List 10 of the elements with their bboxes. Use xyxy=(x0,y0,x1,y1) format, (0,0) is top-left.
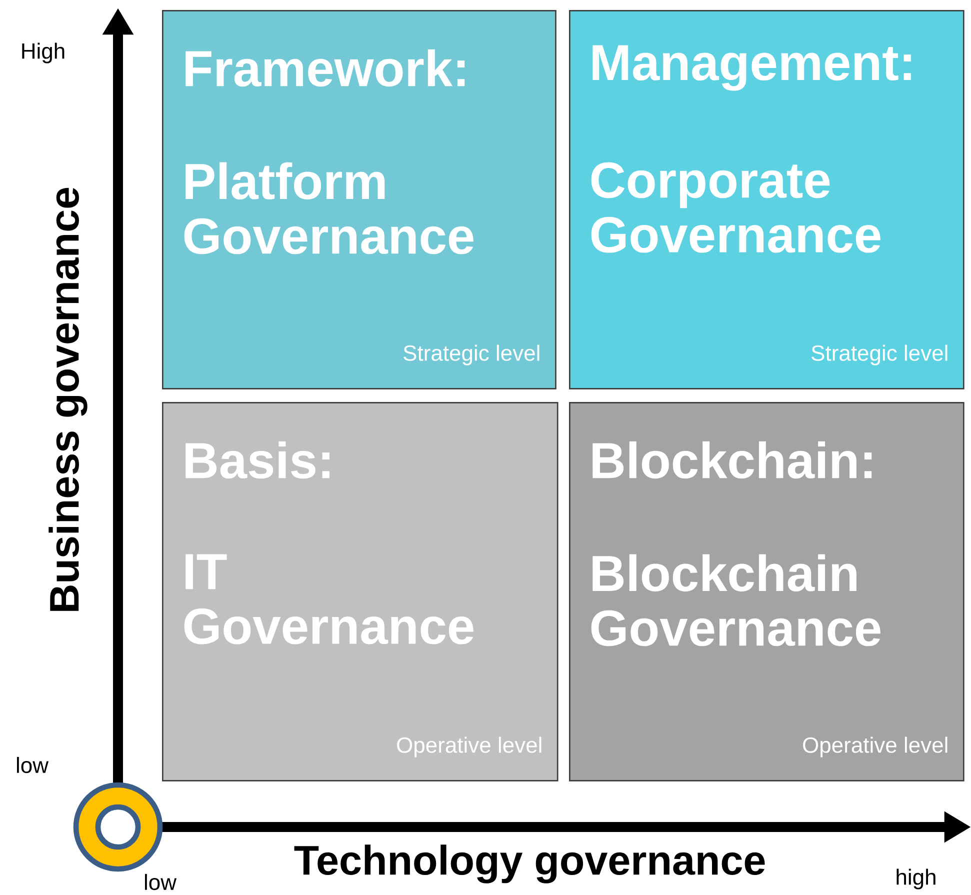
axis-end-label: high xyxy=(896,868,936,890)
axis-title: Technology governance xyxy=(294,844,765,884)
axis-end-label: low xyxy=(144,874,177,890)
quadrant-box: Management: Corporate Governance Strategic level xyxy=(569,10,964,390)
quadrant-box: Framework: Platform Governance Strategic level xyxy=(162,10,556,390)
axis-end-label: High xyxy=(22,42,64,64)
quadrant-box: Basis: IT Governance Operative level xyxy=(162,402,558,782)
axis-end-label: low xyxy=(16,756,49,774)
quadrant-box: Blockchain: Blockchain Governance Operative level xyxy=(569,402,964,782)
axis-title: Business governance xyxy=(48,188,88,611)
